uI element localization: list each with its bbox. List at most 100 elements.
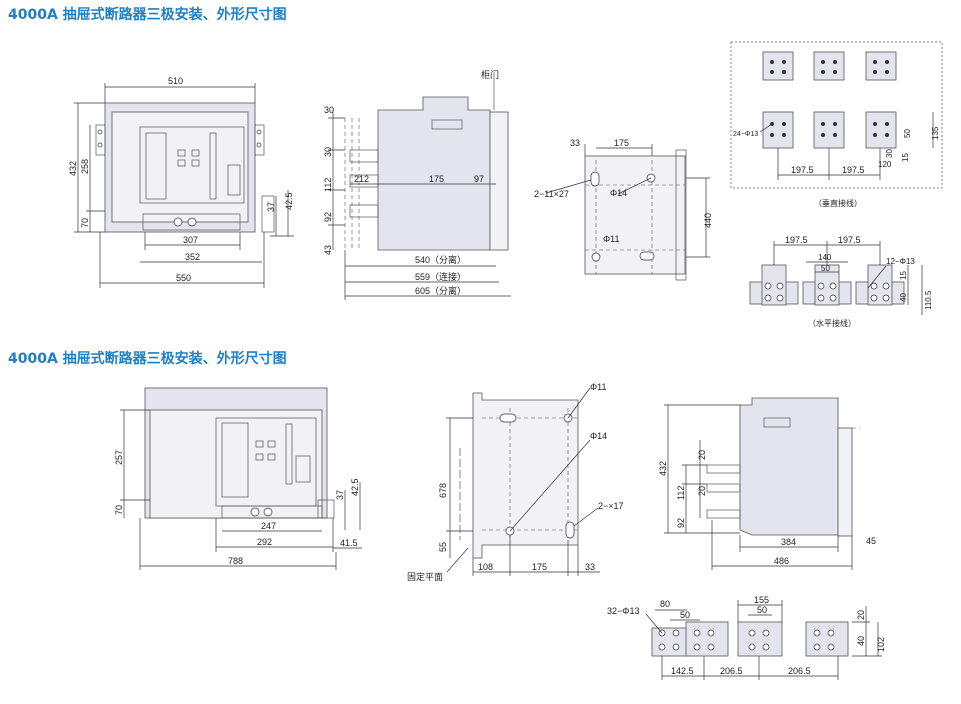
section-title-top: 4000A 抽屉式断路器三极安装、外形尺寸图	[8, 7, 287, 23]
control-panel	[139, 126, 245, 204]
dim-175: 175	[429, 174, 444, 184]
dim-42-5: 42.5	[284, 192, 294, 210]
vconn-caption: （垂直接线）	[814, 198, 862, 208]
right-bracket	[254, 124, 265, 156]
left-bracket	[95, 124, 106, 156]
handle-slot	[145, 132, 167, 200]
mount-view-bottom: 678 55 Φ11 Φ14 2−×17 固定平面 108 175 33	[407, 382, 624, 582]
hconn-holes: 12−Φ13	[886, 257, 915, 266]
vertical-connection: 24−Φ13 197.5 197.5 135 50 30 15 120 （垂直接…	[730, 41, 943, 208]
dim-258: 258	[80, 159, 90, 174]
sb-dim-384: 384	[781, 537, 796, 547]
bb-dim-50a: 50	[680, 610, 690, 620]
vconn-120: 120	[878, 160, 892, 169]
hconn-15: 15	[899, 271, 908, 280]
dim-175-mount: 175	[614, 138, 629, 148]
phi11-label: Φ11	[603, 234, 620, 244]
bb-dim-206-5a: 206.5	[720, 666, 743, 676]
dim-540: 540（分离）	[415, 254, 466, 265]
side-view-top: 柜门 30 30 112 92 43 212 175 97 540（分离） 55…	[323, 69, 511, 300]
fb-dim-247: 247	[261, 521, 276, 531]
sb-dim-112: 112	[676, 486, 686, 500]
mb-slot: 2−×17	[598, 501, 624, 511]
bb-dim-155: 155	[754, 595, 769, 605]
bb-dim-40: 40	[856, 636, 866, 646]
hconn-197-5a: 197.5	[785, 235, 808, 245]
mb-dim-33: 33	[585, 562, 595, 572]
front-view-top: 510 432 258 70 37 42.5 307 352 550	[68, 76, 294, 288]
fb-dim-37: 37	[335, 490, 345, 500]
sb-dim-45: 45	[866, 536, 876, 546]
dim-112: 112	[323, 178, 333, 192]
dim-352: 352	[185, 252, 200, 262]
hconn-110-5: 110.5	[924, 290, 933, 310]
fb-dim-70: 70	[114, 505, 124, 515]
dim-33: 33	[570, 138, 580, 148]
bb-dim-102: 102	[876, 637, 886, 652]
section-title-bottom: 4000A 抽屉式断路器三极安装、外形尺寸图	[8, 351, 287, 367]
mounting-plate	[584, 155, 686, 275]
bb-dim-142-5: 142.5	[671, 666, 694, 676]
dim-30b: 30	[323, 147, 333, 157]
dim-605: 605（分离）	[415, 285, 466, 296]
dim-30a: 30	[324, 105, 334, 115]
sb-dim-432: 432	[658, 461, 668, 476]
vconn-30: 30	[885, 149, 894, 158]
fb-dim-788: 788	[228, 556, 243, 566]
shutter-slot	[227, 164, 241, 196]
indicator-slot	[209, 132, 217, 200]
dim-92: 92	[323, 212, 333, 222]
vconn-135: 135	[931, 126, 940, 140]
hconn-50: 50	[821, 264, 830, 273]
sb-dim-92: 92	[676, 518, 686, 528]
side-view-bottom: 432 20 112 20 92 384 45 486	[658, 397, 876, 570]
horizontal-connection: 197.5 197.5 140 50 12−Φ13 15 40 110.5 （水…	[749, 235, 933, 328]
sb-dim-486: 486	[774, 556, 789, 566]
side-cabinet	[739, 397, 839, 536]
fb-dim-42-5: 42.5	[350, 478, 360, 496]
vconn-197-5b: 197.5	[842, 165, 865, 175]
dim-307: 307	[183, 235, 198, 245]
sb-dim-20a: 20	[697, 450, 707, 460]
vconn-50: 50	[903, 129, 912, 138]
slot-label: 2−11×27	[534, 189, 569, 199]
fb-dim-292: 292	[257, 537, 272, 547]
hconn-40: 40	[899, 293, 908, 302]
sb-dim-20b: 20	[697, 486, 707, 496]
mb-plane-label: 固定平面	[407, 571, 443, 582]
dim-70: 70	[80, 218, 90, 228]
fb-dim-257: 257	[114, 450, 124, 465]
dim-212: 212	[354, 174, 369, 184]
mb-dim-175: 175	[532, 562, 547, 572]
dim-432: 432	[68, 161, 78, 176]
vconn-15: 15	[901, 153, 910, 162]
bb-dim-80: 80	[660, 599, 670, 609]
fb-dim-41-5: 41.5	[340, 538, 358, 548]
mb-phi14: Φ14	[590, 431, 607, 441]
hconn-140: 140	[818, 253, 832, 262]
dim-37: 37	[266, 202, 276, 212]
bb-dim-50b: 50	[757, 605, 767, 615]
door-label: 柜门	[481, 69, 499, 80]
mount-view-top: 33 175 2−11×27 Φ14 Φ11 440	[534, 138, 713, 281]
dim-43: 43	[323, 245, 333, 255]
side-body	[377, 96, 491, 251]
dim-510: 510	[168, 76, 183, 86]
busbar-bottom: 32−Φ13 80 50 155 50 20 40 102 142.5 206.…	[607, 595, 886, 680]
mb-dim-108: 108	[478, 562, 493, 572]
hconn-caption: （水平接线）	[808, 318, 856, 328]
vconn-197-5a: 197.5	[791, 165, 814, 175]
bb-dim-20: 20	[856, 610, 866, 620]
dim-550: 550	[176, 273, 191, 283]
rack-handle	[142, 213, 241, 231]
phi14-label: Φ14	[610, 188, 627, 198]
bb-dim-206-5b: 206.5	[788, 666, 811, 676]
dim-97: 97	[474, 174, 484, 184]
mb-phi11: Φ11	[590, 382, 607, 392]
hconn-197-5b: 197.5	[838, 235, 861, 245]
mb-dim-678: 678	[438, 483, 448, 498]
dim-440: 440	[703, 213, 713, 228]
dim-559: 559（连接）	[415, 271, 466, 282]
breaker-front-panel	[111, 111, 249, 223]
